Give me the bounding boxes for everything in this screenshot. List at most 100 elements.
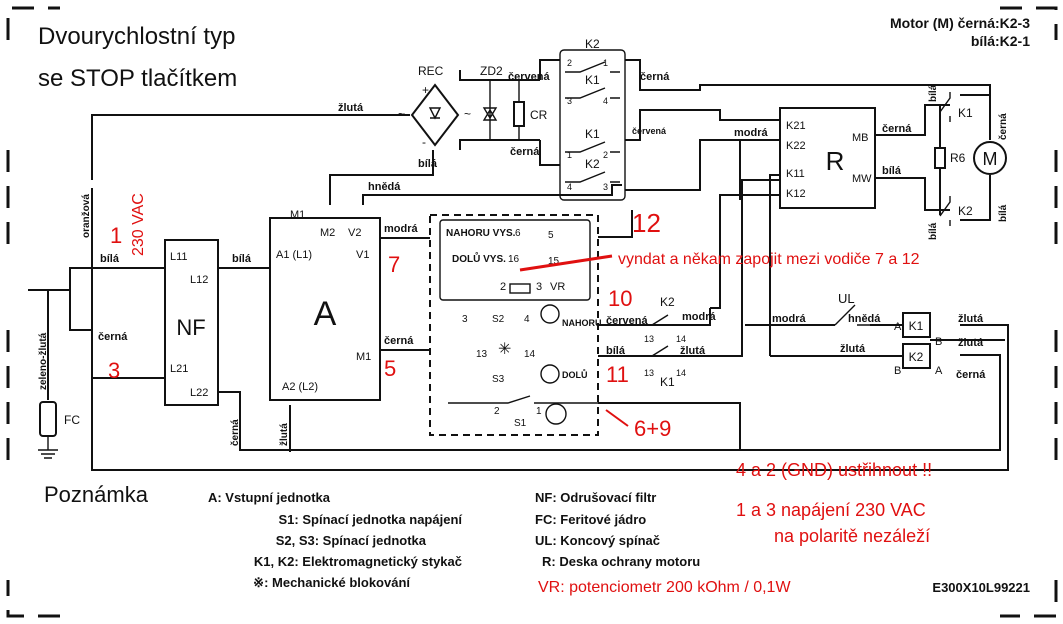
a-terminal-m1: M1 [356, 351, 371, 363]
contact-num: 3 [567, 96, 572, 106]
coil-k1-label: K1 [909, 319, 924, 333]
contact-num: 13 [644, 368, 654, 378]
coil-k2-label: K2 [909, 350, 924, 364]
annotation-power-2: na polaritě nezáleží [774, 526, 930, 546]
wire-label: černá [640, 71, 670, 83]
wire-label-vertical: černá [230, 419, 241, 446]
dolu-label: DOLŮ [562, 369, 588, 380]
wire-label: bílá [232, 253, 252, 265]
wire-label: žlutá [958, 337, 984, 349]
contact-num: 1 [603, 58, 608, 68]
legend-item: UL: Koncový spínač [535, 533, 660, 548]
contact-num: 16 [508, 254, 520, 265]
wire-label: žlutá [958, 313, 984, 325]
a-terminal-a1: A1 (L1) [276, 249, 312, 261]
legend-item: ※: Mechanické blokování [253, 575, 410, 590]
document-code: E300X10L99221 [932, 580, 1030, 595]
nf-terminal-l12: L12 [190, 274, 208, 286]
coil-k1-terminal-b: B [935, 336, 942, 348]
contact-num: 3 [603, 182, 608, 192]
a-terminal-a2: A2 (L2) [282, 381, 318, 393]
contact-num: 2 [603, 150, 608, 160]
wire-label: modrá [682, 311, 717, 323]
a-terminal-m2: M2 [320, 227, 335, 239]
coil-k2-terminal-b: B [894, 365, 901, 377]
contact-group-k1-k2: K2 K1 K1 K2 2 1 3 4 1 2 4 3 [559, 37, 626, 201]
annotation-7: 7 [388, 252, 400, 277]
wire-label-vertical: bílá [998, 204, 1009, 222]
legend-item: NF: Odrušovací filtr [535, 490, 656, 505]
rec-label: REC [418, 64, 444, 78]
annotation-gnd: 4 a 2 (GND) ustřihnout !! [736, 460, 932, 480]
motor-contact-k1-label: K1 [958, 106, 973, 120]
rec-ac-right: ~ [464, 107, 471, 121]
wire-label-vertical: bílá [928, 84, 939, 102]
wire-label-vertical: oranžová [81, 194, 92, 238]
r6-label: R6 [950, 151, 966, 165]
legend-item: A: Vstupní jednotka [208, 490, 331, 505]
wire-label: hnědá [848, 313, 881, 325]
control-contact-k1-label: K1 [660, 375, 675, 389]
legend-item: S1: Spínací jednotka napájení [279, 512, 463, 527]
red-marker-line [519, 254, 613, 272]
motor-header-line-2: bílá:K2-1 [971, 33, 1030, 49]
wire-label-vertical: žlutá [279, 423, 290, 446]
nf-terminal-l22: L22 [190, 387, 208, 399]
a-terminal-m1-top: M1 [290, 209, 305, 221]
cr-resistor: CR [513, 80, 548, 140]
title-line-2: se STOP tlačítkem [38, 65, 237, 92]
r-terminal-k11: K11 [786, 168, 805, 180]
r-terminal-k21: K21 [786, 120, 806, 132]
motor-contacts: K1 K2 [939, 92, 973, 226]
nahoru-label: NAHORU [562, 318, 602, 328]
wire-label: černá [510, 146, 540, 158]
wire-label: modrá [384, 223, 419, 235]
a-label: A [314, 295, 337, 333]
contact-num: 15 [548, 256, 560, 267]
contact-num: 14 [676, 334, 686, 344]
annotation-1: 1 [110, 223, 122, 248]
nf-terminal-l21: L21 [170, 363, 188, 375]
contact-num: 13 [644, 334, 654, 344]
frame-border [6, 6, 1058, 618]
wire-label: červená [606, 315, 648, 327]
r6-resistor: R6 [934, 147, 966, 169]
legend: Poznámka A: Vstupní jednotka S1: Spínací… [44, 482, 1030, 595]
annotation-3: 3 [108, 358, 120, 383]
annotation-vr-note: VR: potenciometr 200 kOhm / 0,1W [538, 579, 791, 596]
zd2-diode: ZD2 [480, 64, 503, 140]
annotation-11: 11 [606, 362, 629, 387]
vr-pin-2: 2 [500, 281, 506, 293]
wire-label: červená [632, 126, 667, 136]
red-pointer-line [605, 409, 629, 427]
contact-k1-top-label: K1 [585, 73, 600, 87]
rec-ac-left: ~ [398, 107, 405, 121]
contact-num: 4 [603, 96, 608, 106]
annotation-12: 12 [632, 208, 661, 238]
nf-filter: NF L11 L12 L21 L22 [164, 239, 219, 406]
wire-label: černá [384, 335, 414, 347]
contact-num: 4 [524, 314, 530, 325]
wire-label: bílá [882, 165, 902, 177]
contact-num: 4 [567, 182, 572, 192]
motor-header-line-1: Motor (M) černá:K2-3 [890, 15, 1030, 31]
wire-label: černá [882, 123, 912, 135]
wire-label: modrá [772, 313, 807, 325]
switch-unit-box: NAHORU VYS. DOLŮ VYS. 6 16 5 15 2 3 VR 3… [429, 214, 602, 436]
motor-protection-board-r: R K21 K22 K11 K12 MB MW [779, 107, 876, 209]
motor-m: M [973, 141, 1007, 175]
wire-label: bílá [606, 345, 626, 357]
legend-item: FC: Feritové jádro [535, 512, 646, 527]
wire-label: žlutá [338, 102, 364, 114]
cr-label: CR [530, 108, 548, 122]
annotation-10: 10 [608, 286, 632, 311]
contact-num: 3 [462, 314, 468, 325]
r-terminal-mb: MB [852, 132, 869, 144]
control-contact-k2-label: K2 [660, 295, 675, 309]
a-terminal-v2: V2 [348, 227, 361, 239]
s2-label: S2 [492, 314, 505, 325]
rec-bridge: REC + - ~ ~ [398, 64, 471, 149]
rec-plus: + [422, 83, 429, 97]
contact-num: 2 [494, 406, 500, 417]
